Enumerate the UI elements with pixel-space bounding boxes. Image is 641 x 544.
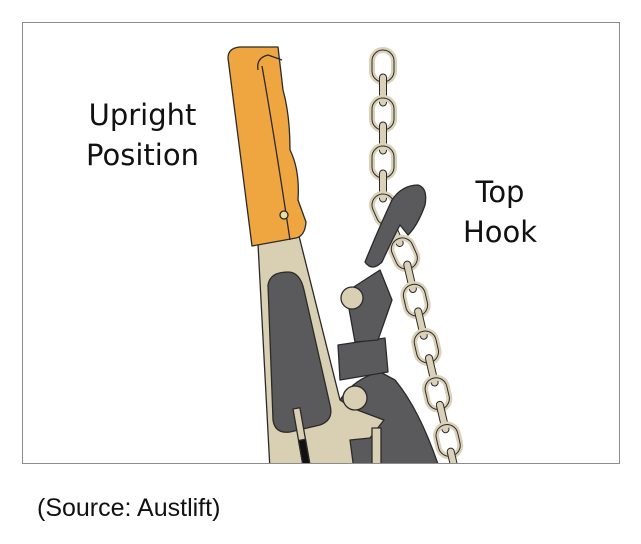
label-hook: Hook <box>462 215 538 249</box>
label-upright: Upright <box>88 98 197 132</box>
hook-shank <box>337 337 389 381</box>
lever-slot <box>267 271 332 433</box>
label-position: Position <box>86 138 199 172</box>
top-hook <box>364 184 427 268</box>
handle-rivet <box>279 210 289 220</box>
load-chain <box>369 47 464 463</box>
chain-link-edge <box>446 447 461 463</box>
illustration-frame <box>22 22 620 464</box>
pawl-tab <box>371 427 382 463</box>
swivel-bolt <box>340 286 364 310</box>
orange-handle-grip <box>227 46 307 247</box>
source-caption: (Source: Austlift) <box>37 494 221 522</box>
label-top: Top <box>475 175 525 209</box>
pivot-bolt <box>342 385 368 411</box>
